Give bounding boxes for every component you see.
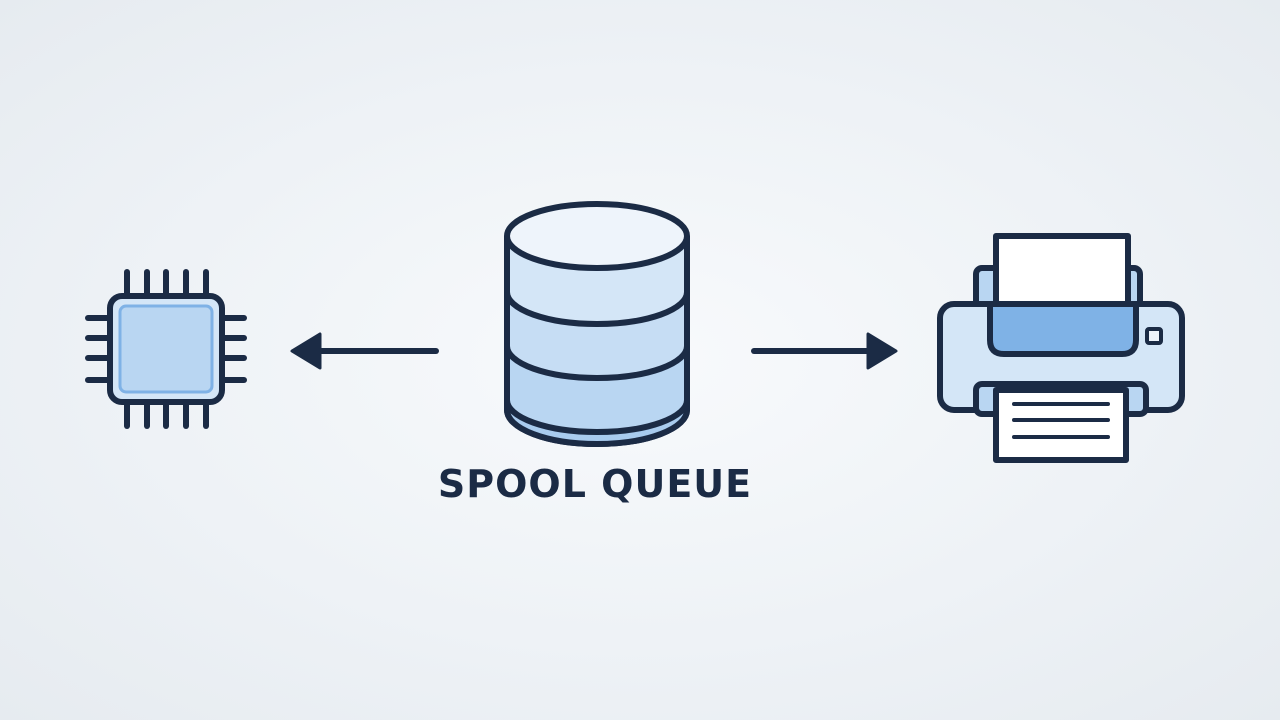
- printer-icon: [937, 233, 1185, 463]
- arrow-right-icon: [751, 332, 898, 370]
- database-cylinder-icon: [504, 201, 690, 447]
- cpu-chip-icon: [85, 269, 247, 429]
- arrow-left-icon: [290, 332, 439, 370]
- queue-label: SPOOL QUEUE: [437, 462, 753, 506]
